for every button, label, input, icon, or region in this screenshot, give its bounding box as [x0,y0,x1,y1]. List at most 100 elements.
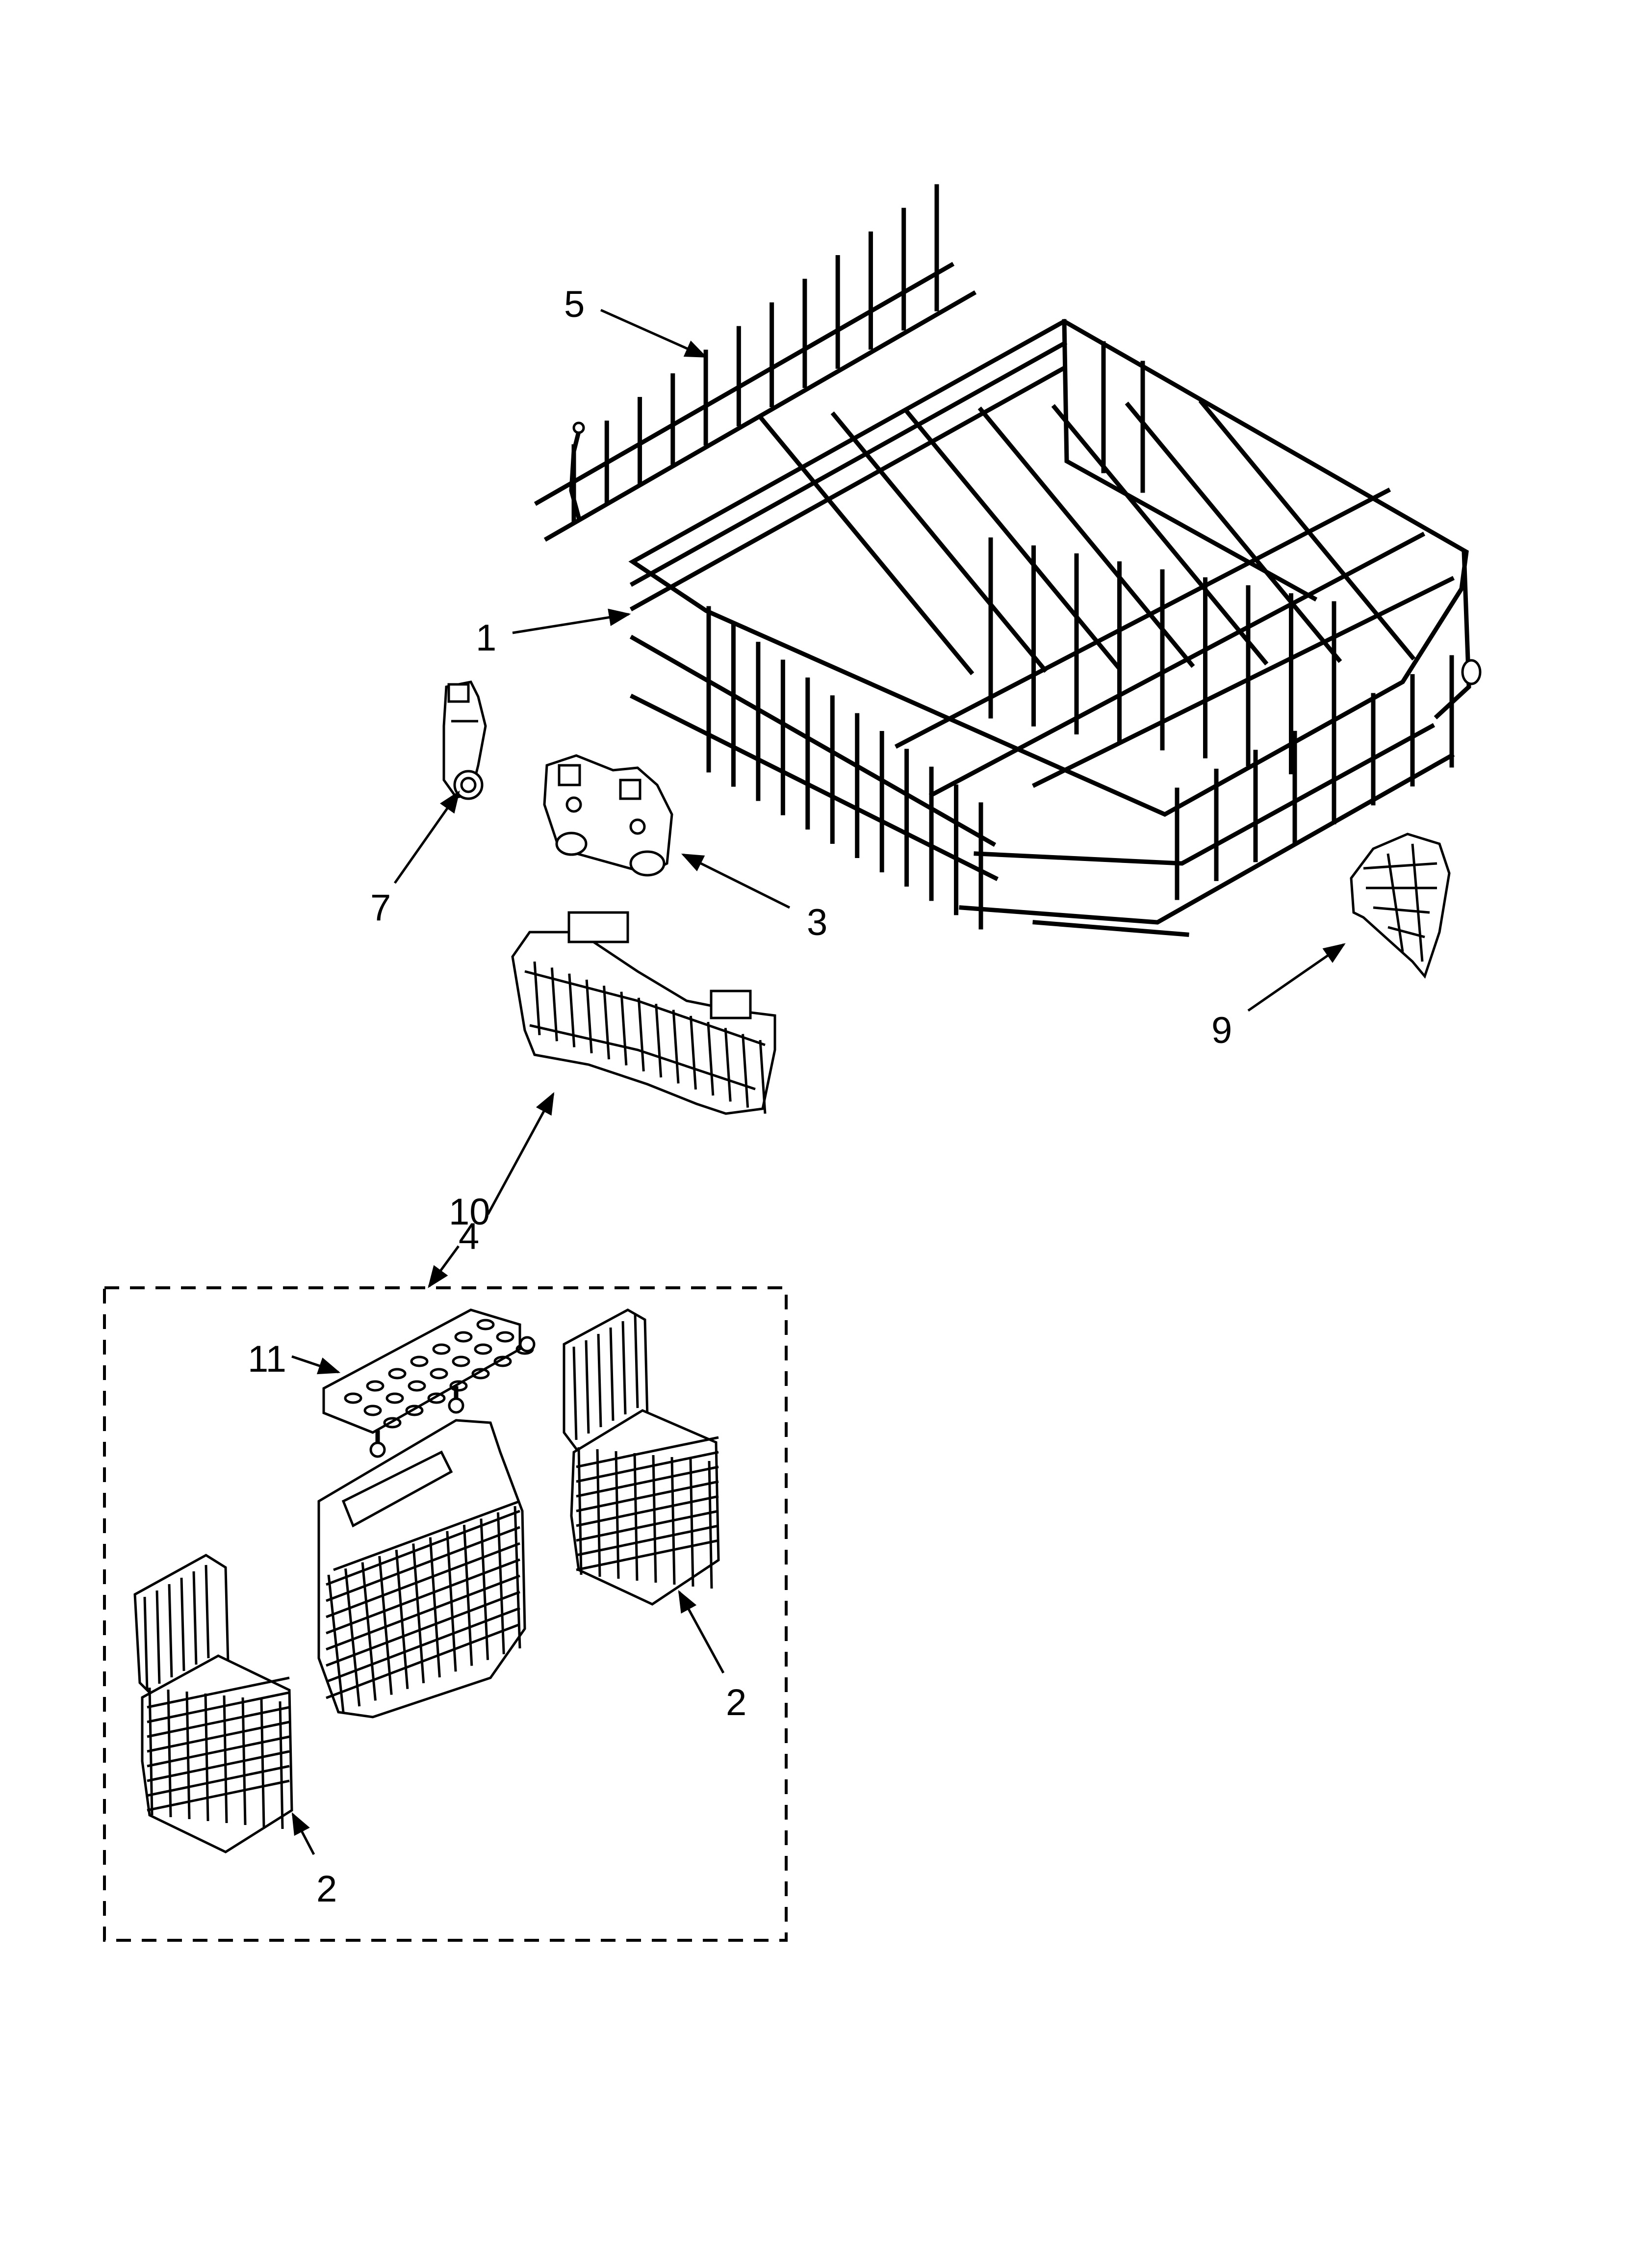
wire-segment [572,1346,578,1440]
wire-segment [326,1526,520,1602]
wire-segment [550,967,558,1042]
wire-segment [147,1676,290,1709]
wire-segment [155,1590,161,1684]
leader-2-left [291,1812,315,1855]
wire-segment [576,1539,719,1571]
callout-9: 9 [1211,1010,1232,1051]
wire-segment [742,1034,749,1108]
callout-11: 11 [248,1338,286,1380]
wire-segment [597,1333,602,1428]
wire-segment [637,997,645,1072]
wire-segment [180,1577,185,1671]
leader-5 [600,309,708,358]
cover-hole [493,1356,512,1367]
leader-10 [428,1245,460,1288]
wire-segment [143,1596,149,1691]
wire-segment [585,979,593,1054]
cover-hole [454,1331,473,1343]
leader-7 [393,790,460,884]
cover-hole [385,1392,404,1404]
wire-segment [757,414,975,676]
wire-segment [147,1691,290,1723]
wire-segment [576,1436,719,1468]
cover-hole [449,1380,468,1392]
wire-segment [689,1016,697,1090]
leader-9 [1247,943,1346,1012]
wire-segment [533,961,541,1036]
wire-segment [326,1574,520,1651]
callout-2-left: 2 [316,1868,337,1910]
silverware-basket-left [133,1554,293,1853]
wire-segment [147,1706,290,1738]
wire-segment [147,1779,290,1812]
callout-3: 3 [807,902,827,943]
wire-segment [576,1495,719,1527]
cover-hole [383,1417,402,1429]
cover-hole [471,1368,490,1380]
wire-segment [168,1584,173,1678]
wire-segment [326,1510,520,1586]
lower-dishrack-part [628,318,1482,937]
wire-segment [260,1699,265,1827]
wire-segment [620,991,628,1066]
cover-hole [432,1343,451,1355]
wire-segment [576,1510,719,1542]
wire-segment [759,1040,767,1114]
silverware-basket-center [317,1419,526,1719]
wire-segment [830,411,1048,673]
cover-hole [427,1392,446,1404]
wire-segment [326,1607,520,1683]
wire-segment [147,1765,290,1797]
wire-segment [576,1524,719,1557]
callout-7: 7 [370,887,391,929]
wire-segment [147,1735,290,1768]
rack-end-cap-part [1350,833,1451,979]
cover-hole [452,1356,470,1367]
wire-segment [1031,575,1455,788]
callout-10: 10 [449,1191,490,1233]
callout-2-right: 2 [726,1682,746,1723]
wire-segment [596,1449,601,1577]
leader-11 [291,1355,341,1375]
leader-2-right [678,1590,725,1674]
wire-segment [1051,404,1269,666]
wire-segment [326,1590,520,1667]
cover-hole [408,1380,426,1392]
cover-hole [344,1392,362,1404]
wire-segment [576,1480,719,1512]
wire-segment [724,1028,732,1102]
wire-segment [689,1459,694,1587]
cover-hole [388,1368,407,1380]
accessory-basket-part [511,911,776,1115]
wire-segment [192,1571,198,1665]
wire-segment [147,1721,290,1753]
wire-segment [326,1558,520,1635]
callout-labels: 5 1 7 3 9 4 10 11 2 2 [248,284,1232,1910]
callout-5: 5 [564,284,585,325]
wire-segment [634,1314,639,1408]
cover-hole [405,1405,424,1416]
wire-segment [223,1695,228,1824]
wire-segment [621,1321,627,1415]
wire-segment [655,1003,663,1078]
cover-hole [496,1331,514,1343]
silverware-basket-right [563,1308,720,1606]
wire-segment [707,1021,715,1096]
leader-3 [681,853,791,909]
callout-4: 4 [459,1216,479,1257]
wire-segment [205,1564,210,1659]
leader-1 [512,608,631,634]
wire-segment [894,487,1391,749]
wire-segment [928,531,1426,798]
cover-hole [410,1356,429,1367]
cover-hole [430,1368,448,1380]
wire-segment [672,1010,680,1084]
callout-1: 1 [476,617,496,659]
wire-segment [204,1693,209,1822]
wire-segment [977,406,1195,668]
cover-hole [363,1405,382,1416]
wire-segment [585,1340,590,1434]
wire-segment [568,973,576,1047]
wire-segment [603,986,611,1060]
